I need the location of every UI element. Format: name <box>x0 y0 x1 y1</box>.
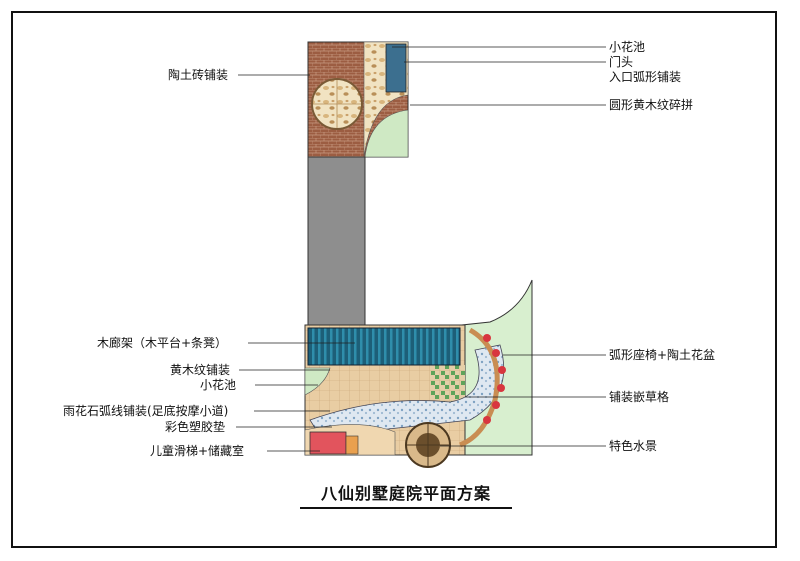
label-pebble-arc-path: 雨花石弧线铺装(足底按摩小道) <box>63 404 229 418</box>
label-slide-storage: 儿童滑梯+储藏室 <box>150 444 245 458</box>
label-small-planter-left: 小花池 <box>200 378 237 392</box>
label-small-planter-right: 小花池 <box>609 40 646 54</box>
label-gate: 门头 <box>609 55 634 69</box>
label-grass-grid-paving: 铺装嵌草格 <box>609 390 670 404</box>
label-water-feature: 特色水景 <box>609 439 658 453</box>
page-title: 八仙别墅庭院平面方案 <box>300 480 512 509</box>
label-wood-grain-paving: 黄木纹铺装 <box>170 363 231 377</box>
label-circular-wood-mosaic: 圆形黄木纹碎拼 <box>609 98 694 112</box>
label-clay-brick-paving: 陶土砖铺装 <box>168 68 229 82</box>
entrance-block <box>307 41 409 158</box>
leader-lines-left <box>236 74 355 452</box>
label-wooden-pergola: 木廊架（木平台+条凳） <box>97 336 228 350</box>
label-plastic-mat: 彩色塑胶垫 <box>165 420 226 434</box>
leader-lines-right <box>392 46 606 447</box>
garden-block <box>304 324 506 468</box>
walkway <box>307 156 366 326</box>
label-arc-bench-pots: 弧形座椅+陶土花盆 <box>609 348 716 362</box>
label-entrance-arc-paving: 入口弧形铺装 <box>609 70 682 84</box>
